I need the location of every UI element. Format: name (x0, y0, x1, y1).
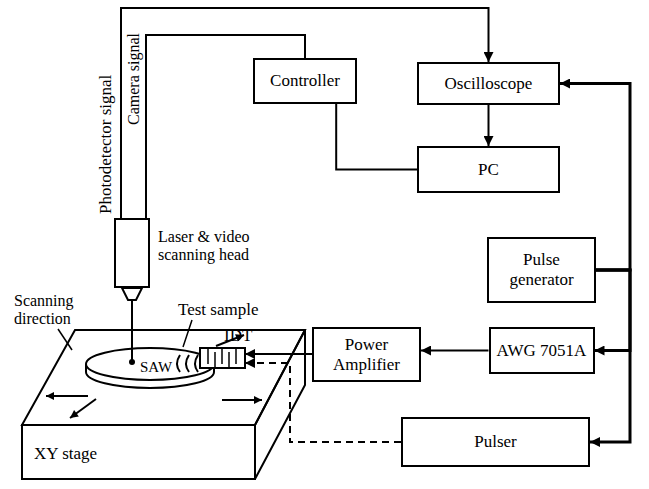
controller-box: Controller (253, 58, 357, 104)
wavefront (177, 355, 180, 372)
node-label: Test sample (178, 300, 258, 320)
probe-nib (122, 288, 142, 300)
node-label: Oscilloscope (445, 74, 533, 94)
pulser-box: Pulser (401, 417, 590, 467)
awg-box: AWG 7051A (489, 327, 595, 374)
scan-arrow (70, 399, 96, 418)
wavefront (195, 355, 198, 372)
node-label: Pulser (474, 432, 517, 452)
laser-spot (129, 359, 135, 365)
node-label: AWG 7051A (497, 341, 587, 361)
signal-line (595, 270, 631, 351)
node-label: Controller (270, 71, 340, 91)
node-label: XY stage (34, 444, 97, 464)
xy-stage: XY stageTest sampleIDT (22, 330, 305, 480)
annotation: Scanning direction (14, 292, 94, 327)
idt-transducer: IDT (200, 348, 245, 368)
scanning-head: Laser & video scanning head (114, 218, 150, 288)
amplifier-box: Power Amplifier (312, 327, 421, 382)
signal-name: Camera signal (126, 33, 142, 125)
leader-line (183, 320, 192, 347)
pulse-generator-box: Pulse generator (487, 237, 596, 303)
oscilloscope-box: Oscilloscope (417, 62, 560, 105)
node-label: Power Amplifier (314, 335, 419, 374)
saw-wavefronts (177, 355, 198, 372)
node-label: Pulse generator (489, 250, 594, 289)
signal-line (336, 104, 417, 170)
wavefront (186, 355, 189, 372)
signal-line (590, 270, 630, 442)
node-label: IDT (224, 326, 252, 346)
signal-name: Photodetector signal (97, 75, 114, 214)
signal-line (421, 350, 489, 352)
pc-box: PC (417, 146, 560, 193)
idt-transducer-outline (200, 348, 245, 368)
scan-arrow (222, 399, 262, 401)
wave-label: SAW (140, 360, 172, 375)
signal-line (245, 353, 312, 355)
signal-line (488, 105, 490, 146)
node-label: Laser & video scanning head (158, 228, 290, 265)
scan-arrow (46, 395, 88, 397)
node-label: PC (478, 160, 499, 180)
scanning-head-outline (114, 218, 150, 288)
